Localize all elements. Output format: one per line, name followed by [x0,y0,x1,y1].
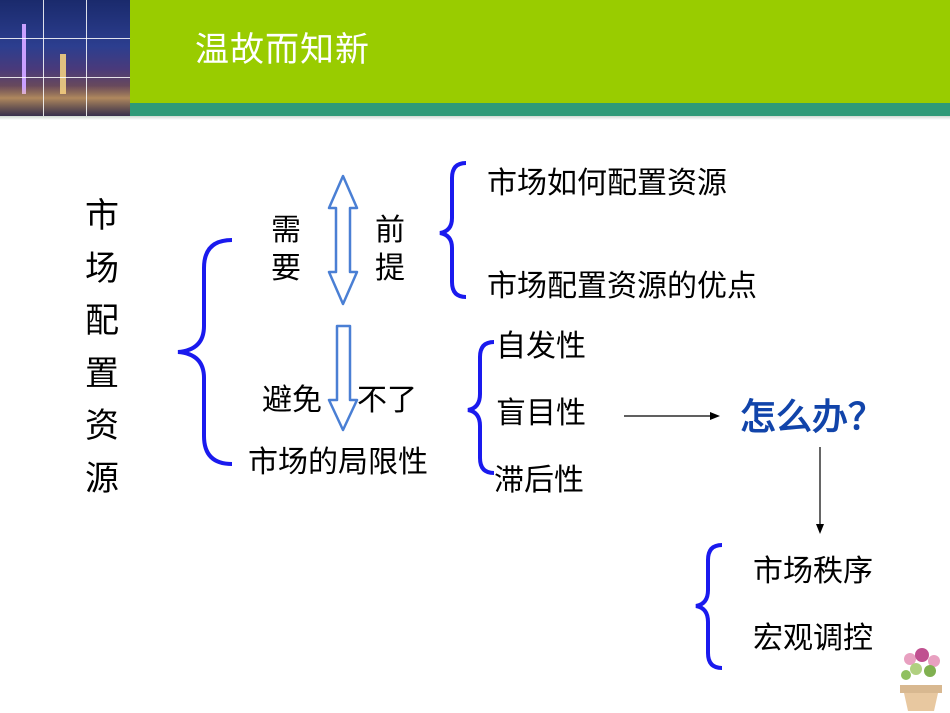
premise-label: 前提 [372,212,408,288]
page-title: 温故而知新 [195,30,370,70]
premise-text: 前提 [375,213,405,286]
flower-pot-icon [900,648,942,711]
root-label-vertical: 市场配置资源 [82,190,122,505]
limitation-label: 市场的局限性 [248,445,428,480]
photo-grid-line [86,0,87,116]
solution-item: 宏观调控 [753,621,873,656]
root-label: 市场配置资源 [85,196,119,499]
header-band [130,0,950,103]
photo-grid-line [0,77,130,78]
trait-item: 滞后性 [494,463,584,498]
traits-brace [467,340,495,475]
avoid-label: 避免 [262,383,322,418]
premise-item: 市场如何配置资源 [487,166,727,201]
building-graphic [60,54,66,94]
city-lights-graphic [0,86,130,116]
trait-item: 自发性 [496,329,586,364]
question-label: 怎么办？ [740,397,885,438]
header-stripe [130,103,950,116]
arrow-to-solutions-head [816,524,824,534]
tower-graphic [22,24,26,94]
need-text: 需要 [271,213,301,286]
main-brace [177,238,233,466]
solutions-brace [695,543,723,670]
photo-grid-line [0,38,130,39]
need-label: 需要 [268,212,304,288]
down-arrow [327,324,359,432]
photo-grid-line [43,0,44,116]
header-city-photo [0,0,130,116]
arrow-to-question-head [710,412,720,420]
premise-brace [439,161,467,299]
premise-item: 市场配置资源的优点 [487,269,757,304]
trait-item: 盲目性 [496,396,586,431]
solution-item: 市场秩序 [753,554,873,589]
double-arrow [327,174,359,306]
not-avoidable-label: 不了 [357,383,417,418]
header-separator [0,116,950,120]
